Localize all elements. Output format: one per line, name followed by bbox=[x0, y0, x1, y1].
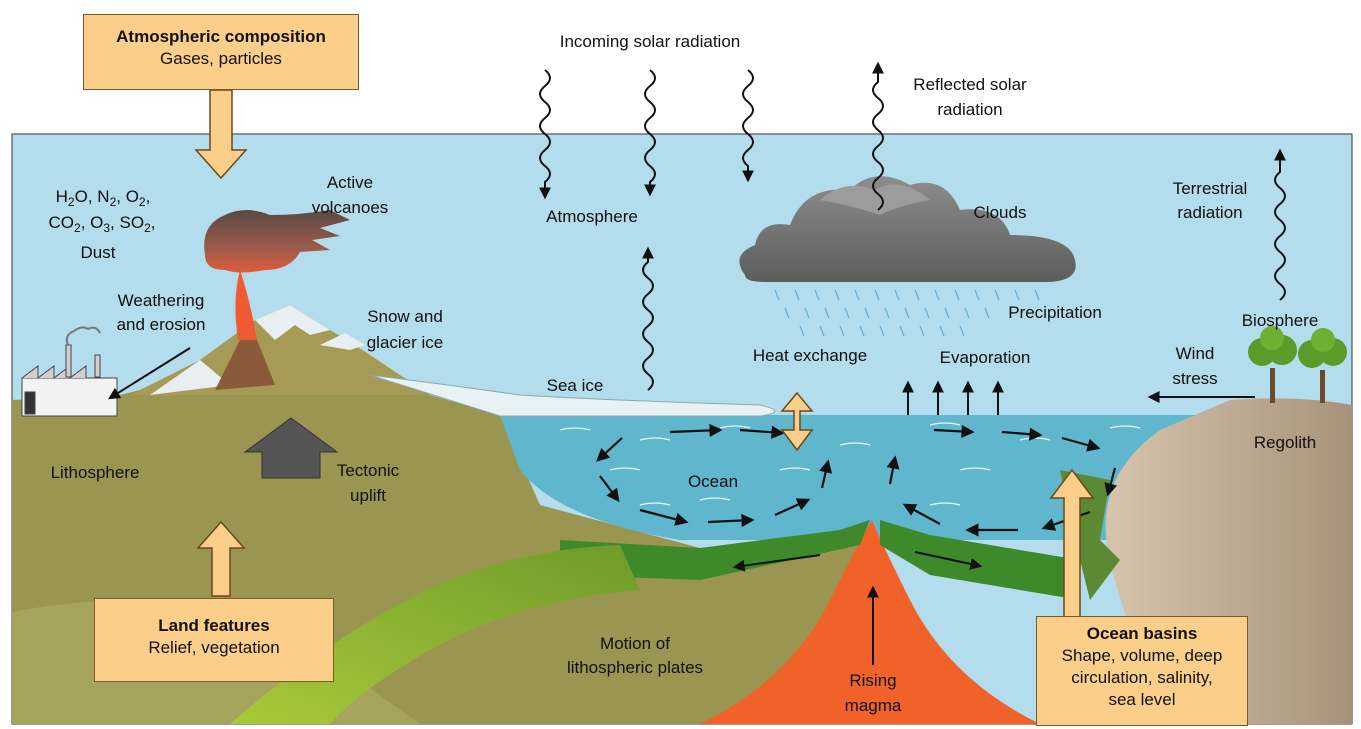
weathering-label-1: Weathering bbox=[117, 291, 205, 310]
gases-line-3: Dust bbox=[80, 243, 116, 262]
snow-label-1: Snow and bbox=[367, 307, 443, 326]
tectonic-uplift-label-1: Tectonic bbox=[336, 461, 400, 480]
reflected-radiation-arrow bbox=[872, 61, 884, 211]
terrestrial-label-2: radiation bbox=[1177, 203, 1243, 222]
atmosphere-label: Atmosphere bbox=[546, 207, 638, 226]
plate-motion-arrow-right bbox=[914, 551, 983, 570]
atmosphere-upward-arrow bbox=[642, 246, 654, 391]
ocean-basins-box: Ocean basins Shape, volume, deep circula… bbox=[1036, 616, 1248, 726]
motion-label-2: lithospheric plates bbox=[566, 658, 704, 677]
land-features-box: Land features Relief, vegetation bbox=[94, 598, 334, 682]
cloud bbox=[739, 176, 1076, 282]
atmospheric-composition-box: Atmospheric composition Gases, particles bbox=[83, 14, 359, 90]
land-box-title: Land features bbox=[158, 616, 270, 635]
reflected-solar-label-1: Reflected solar bbox=[913, 75, 1027, 94]
volcano bbox=[215, 335, 275, 390]
volcano-plume bbox=[204, 210, 350, 273]
ocean-water bbox=[500, 415, 1230, 540]
tectonic-uplift-arrow bbox=[243, 417, 339, 479]
ocean-box-line-2: circulation, salinity, bbox=[1071, 668, 1213, 687]
tectonic-uplift-label-2: uplift bbox=[350, 486, 386, 505]
biosphere-label: Biosphere bbox=[1241, 311, 1319, 330]
weathering-label-2: and erosion bbox=[116, 315, 206, 334]
incoming-radiation-arrow-2 bbox=[644, 69, 656, 197]
reflected-solar-label-2: radiation bbox=[937, 100, 1003, 119]
clouds-label: Clouds bbox=[973, 203, 1027, 222]
land-features-up-arrow bbox=[196, 520, 246, 597]
glacier bbox=[369, 374, 776, 417]
atmospheric-down-arrow bbox=[194, 89, 248, 180]
ocean-box-line-1: Shape, volume, deep bbox=[1061, 646, 1223, 665]
atmospheric-box-subtitle: Gases, particles bbox=[160, 49, 282, 68]
lithosphere-label: Lithosphere bbox=[50, 463, 140, 482]
ocean-box-title: Ocean basins bbox=[1086, 624, 1198, 643]
ocean-box-line-3: sea level bbox=[1108, 690, 1176, 709]
ocean-circulation bbox=[596, 423, 1118, 537]
radiation-arrows bbox=[539, 61, 1286, 391]
motion-label-1: Motion of bbox=[600, 634, 670, 653]
evaporation-label: Evaporation bbox=[939, 348, 1031, 367]
terrestrial-radiation-arrow bbox=[1274, 148, 1286, 301]
regolith-label: Regolith bbox=[1253, 433, 1317, 452]
precipitation-label: Precipitation bbox=[1008, 303, 1102, 322]
wind-stress-label-2: stress bbox=[1172, 369, 1218, 388]
gases-line-2: CO2, O3, SO2, bbox=[48, 213, 156, 235]
land-box-subtitle: Relief, vegetation bbox=[148, 638, 280, 657]
ocean-basins-up-arrow bbox=[1049, 468, 1095, 619]
terrestrial-label-1: Terrestrial bbox=[1172, 179, 1248, 198]
atmospheric-box-title: Atmospheric composition bbox=[116, 27, 326, 46]
rising-magma-label-2: magma bbox=[844, 696, 902, 715]
heat-exchange-arrow bbox=[780, 391, 814, 452]
weathering-arrow bbox=[107, 347, 191, 400]
trees bbox=[1248, 326, 1347, 403]
incoming-radiation-arrow-3 bbox=[742, 69, 754, 183]
active-volcanoes-label-2: volcanoes bbox=[311, 198, 389, 217]
active-volcanoes-label-1: Active bbox=[326, 173, 374, 192]
snow-label-2: glacier ice bbox=[366, 333, 444, 352]
gases-line-1: H2O, N2, O2, bbox=[55, 187, 151, 209]
rising-magma-label-1: Rising bbox=[849, 671, 897, 690]
wind-stress-label-1: Wind bbox=[1175, 344, 1215, 363]
incoming-radiation-arrow-1 bbox=[539, 69, 551, 200]
rising-magma bbox=[700, 520, 1040, 724]
sea-ice-label: Sea ice bbox=[546, 376, 604, 395]
rain bbox=[774, 289, 1040, 337]
ocean-label: Ocean bbox=[687, 472, 739, 491]
heat-exchange-label: Heat exchange bbox=[752, 346, 868, 365]
factory bbox=[21, 326, 118, 417]
plate-motion-arrow-left bbox=[732, 554, 821, 572]
incoming-solar-label: Incoming solar radiation bbox=[559, 32, 741, 51]
